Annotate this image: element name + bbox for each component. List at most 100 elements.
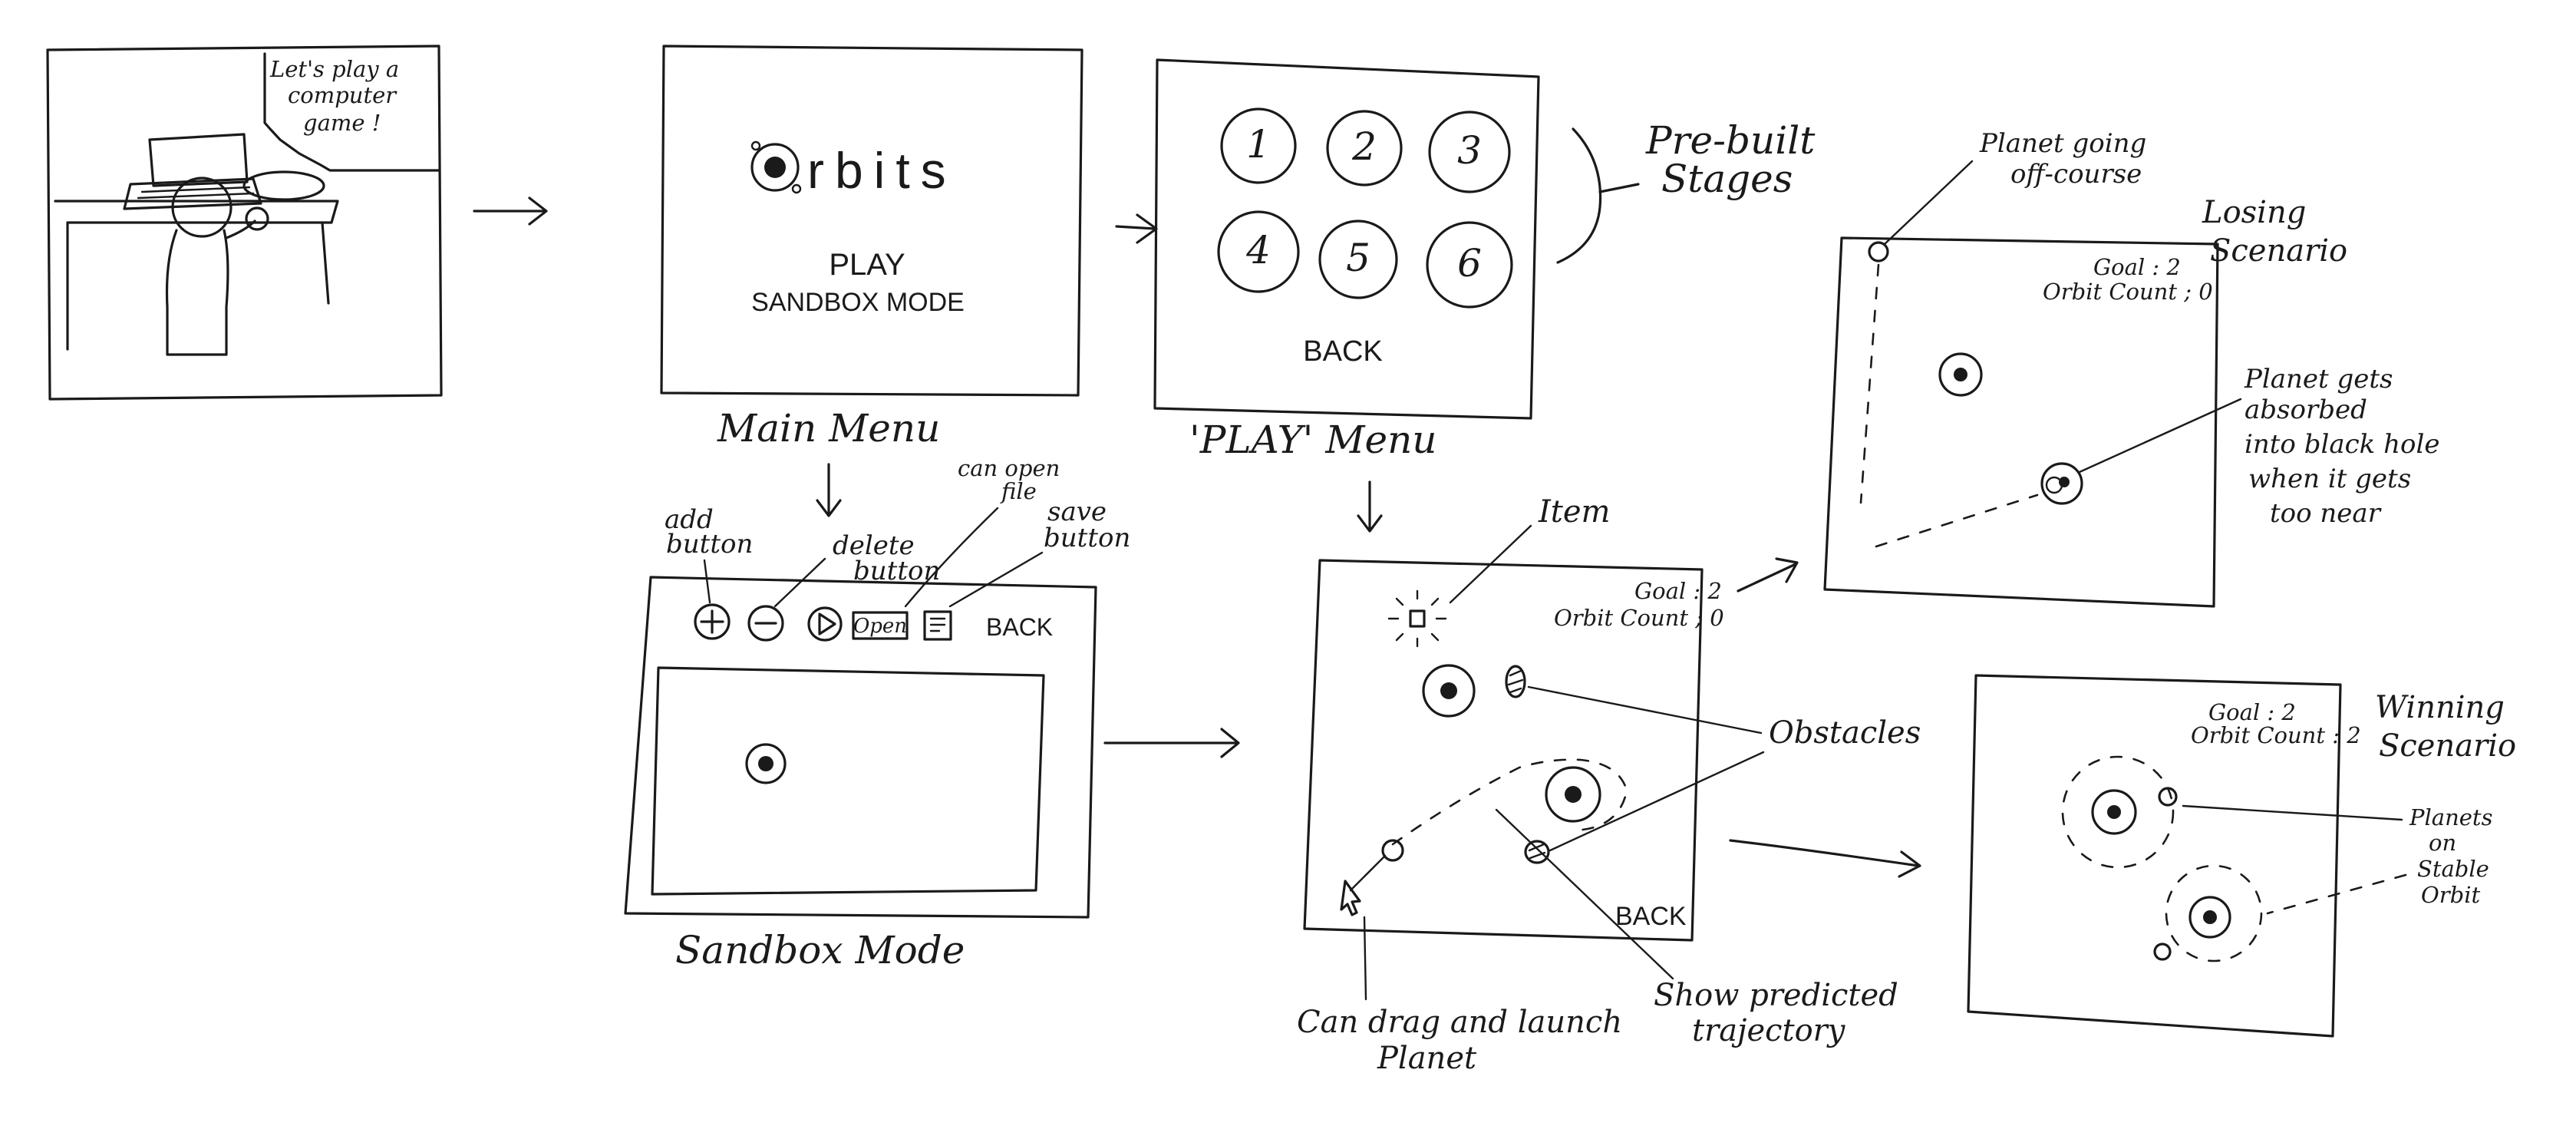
- trajectory-note-line-1: Show predicted: [1654, 978, 1898, 1013]
- delete-note-line-1: delete: [833, 530, 915, 561]
- gameplay-back-button[interactable]: BACK: [1615, 902, 1687, 931]
- speech-line-1: Let's play a: [269, 56, 399, 82]
- offcourse-note-line-2: off-course: [2010, 159, 2142, 190]
- sandbox-caption: Sandbox Mode: [675, 928, 965, 972]
- speech-bubble: [265, 54, 439, 170]
- stage-3-label: 3: [1457, 128, 1482, 173]
- planet-icon: [747, 744, 785, 783]
- stage-2-button[interactable]: [1328, 111, 1401, 185]
- trajectory-note-line-2: trajectory: [1692, 1013, 1846, 1048]
- delete-button[interactable]: [749, 606, 783, 640]
- black-hole-icon: [1423, 665, 1474, 716]
- orbiting-planet-icon: [2155, 944, 2170, 959]
- play-menu-caption: 'PLAY' Menu: [1189, 418, 1437, 462]
- play-menu-frame: [1155, 60, 1539, 418]
- stage-1-button[interactable]: [1222, 109, 1295, 183]
- losing-orbit-counter: Orbit Count ; 0: [2043, 279, 2213, 305]
- black-hole-icon: [2093, 791, 2136, 834]
- obstacles-note: Obstacles: [1769, 715, 1921, 751]
- open-note-line-1: can open: [958, 455, 1060, 481]
- flow-arrow: [817, 464, 840, 516]
- play-button[interactable]: PLAY: [829, 248, 905, 282]
- item-note: Item: [1538, 494, 1610, 530]
- losing-goal-counter: Goal : 2: [2093, 254, 2181, 280]
- stage-5-label: 5: [1346, 236, 1370, 280]
- play-icon: [820, 614, 835, 634]
- save-note-line-1: save: [1047, 497, 1107, 527]
- save-button[interactable]: [925, 612, 951, 639]
- planet-logo-icon: [752, 144, 798, 190]
- sandbox-canvas[interactable]: [652, 668, 1044, 894]
- stage-5-button[interactable]: [1320, 221, 1397, 298]
- flow-arrow: [1358, 482, 1381, 531]
- orbiting-planet-icon: [2159, 788, 2176, 805]
- sandbox-mode-button[interactable]: SANDBOX MODE: [751, 288, 965, 317]
- stable-note-line-3: Stable: [2417, 856, 2489, 882]
- obstacle-icon: [1525, 841, 1549, 863]
- stage-6-button[interactable]: [1427, 223, 1512, 307]
- speech-line-2: computer: [288, 82, 397, 108]
- black-hole-icon: [2190, 897, 2230, 937]
- main-menu-frame: [661, 46, 1082, 395]
- play-menu-back-button[interactable]: BACK: [1303, 335, 1382, 368]
- stage-1-label: 1: [1246, 122, 1271, 167]
- delete-note-line-2: button: [853, 556, 940, 586]
- winning-goal-counter: Goal : 2: [2208, 699, 2296, 725]
- absorbed-note-line-5: too near: [2270, 498, 2382, 529]
- sandbox-back-button[interactable]: BACK: [986, 613, 1053, 641]
- winning-frame: [1968, 675, 2340, 1036]
- losing-frame: [1825, 238, 2218, 606]
- add-button[interactable]: [695, 605, 729, 639]
- losing-title-line-2: Scenario: [2210, 233, 2347, 269]
- absorbed-note-line-2: absorbed: [2245, 395, 2367, 425]
- winning-orbit-counter: Orbit Count : 2: [2191, 722, 2361, 748]
- cursor-icon: [1341, 881, 1360, 915]
- offcourse-trajectory: [1861, 265, 2037, 546]
- predicted-trajectory: [1393, 760, 1627, 844]
- drag-note-line-1: Can drag and launch: [1297, 1005, 1622, 1040]
- stages-bracket: [1558, 129, 1601, 262]
- offcourse-planet-icon: [1869, 243, 1888, 261]
- plus-icon: [701, 611, 723, 632]
- flow-arrow: [1105, 729, 1239, 757]
- losing-title-line-1: Losing: [2202, 195, 2306, 230]
- absorbed-note-line-1: Planet gets: [2244, 364, 2393, 395]
- goal-counter: Goal : 2: [1634, 578, 1722, 604]
- obstacle-icon: [1506, 666, 1525, 697]
- main-menu-screen: rbits PLAY SANDBOX MODE Main Menu: [661, 46, 1082, 451]
- winning-scenario-screen: Goal : 2 Orbit Count : 2 Winning Scenari…: [1968, 675, 2516, 1036]
- scene-person-at-computer: Let's play a computer game !: [48, 46, 441, 399]
- item-icon[interactable]: [1410, 611, 1424, 626]
- item-sparkle-icon: [1389, 591, 1446, 646]
- save-note-line-2: button: [1044, 523, 1130, 553]
- person-body-icon: [167, 230, 228, 355]
- orbit-counter: Orbit Count ; 0: [1554, 605, 1724, 631]
- winning-title-line-1: Winning: [2375, 690, 2505, 725]
- stage-3-button[interactable]: [1430, 112, 1509, 192]
- flow-arrow: [1738, 559, 1797, 591]
- open-button[interactable]: [853, 612, 907, 639]
- person-head-icon: [173, 178, 231, 236]
- stable-note-line-4: Orbit: [2421, 882, 2480, 908]
- flow-arrow: [1730, 840, 1920, 877]
- panel-frame: [48, 46, 441, 399]
- game-logo-text: rbits: [807, 142, 957, 199]
- losing-scenario-screen: Goal : 2 Orbit Count ; 0 Planet going of…: [1825, 128, 2439, 606]
- add-note-line-2: button: [666, 529, 753, 560]
- play-menu-screen: 1 2 3 4 5 6 BACK Pre-built Stages 'PLAY'…: [1155, 60, 1816, 462]
- stage-4-button[interactable]: [1219, 212, 1298, 292]
- stage-2-label: 2: [1351, 124, 1377, 169]
- winning-title-line-2: Scenario: [2379, 728, 2516, 764]
- gameplay-screen: Goal : 2 Orbit Count ; 0 Item Obstacles …: [1297, 494, 1921, 1076]
- absorbed-note-line-4: when it gets: [2248, 464, 2411, 494]
- speech-line-3: game !: [303, 110, 381, 136]
- gameplay-frame: [1304, 560, 1702, 940]
- play-sim-button[interactable]: [809, 608, 841, 640]
- flow-arrow: [1116, 215, 1156, 243]
- planet-icon[interactable]: [1383, 840, 1403, 860]
- main-menu-caption: Main Menu: [717, 406, 940, 451]
- offcourse-note-line-1: Planet going: [1979, 128, 2146, 159]
- stable-orbit-path: [2166, 866, 2261, 961]
- open-note-line-2: file: [1000, 478, 1037, 504]
